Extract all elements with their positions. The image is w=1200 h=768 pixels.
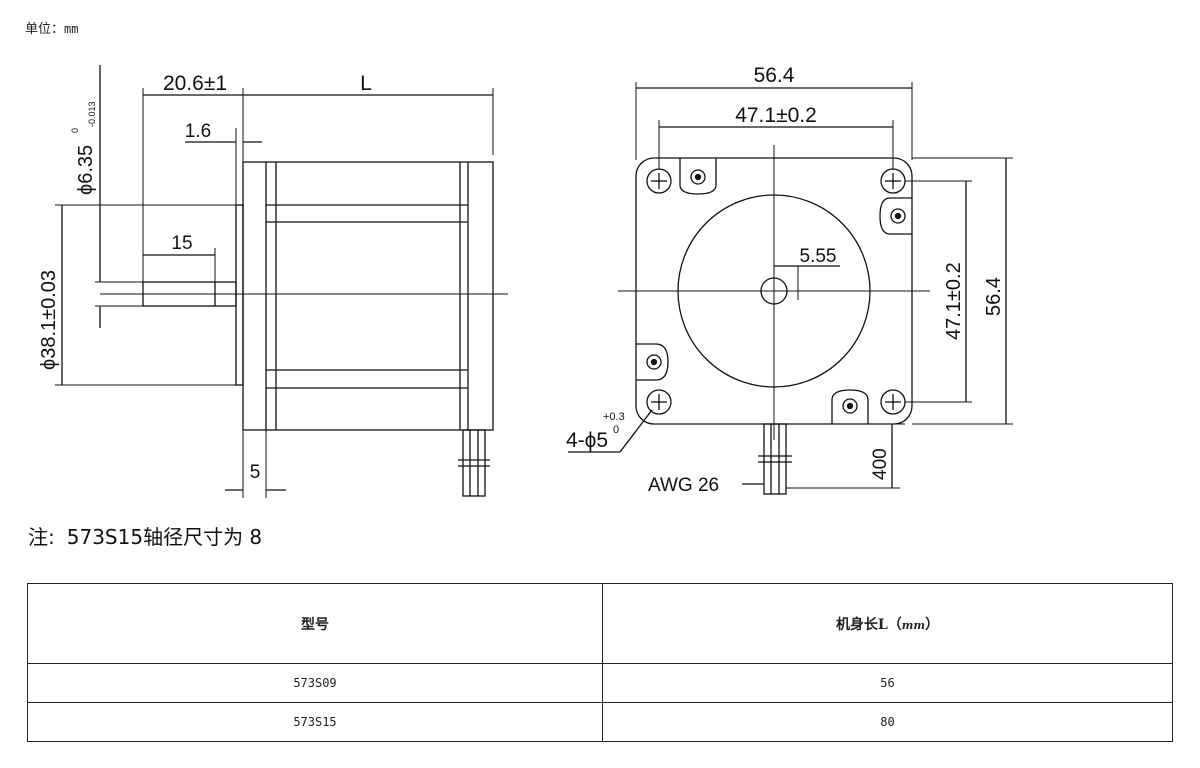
dim-holes-tol-lower: 0 (613, 424, 619, 436)
dim-vertical-spacing: 47.1±0.2 (943, 262, 965, 340)
note: 注: 573S15轴径尺寸为 8 (28, 521, 262, 550)
motor-drawing: 20.6±1 L 1.6 15 ϕ6.35 0 -0.013 ϕ38.1±0.0… (38, 64, 1013, 498)
dim-bottom: 5 (250, 462, 261, 483)
dim-extension: 20.6±1 (163, 72, 227, 95)
header-length-prefix: 机身长L（ (835, 616, 902, 633)
header-model: 型号 (27, 583, 603, 664)
mounting-hole-tr (880, 168, 906, 194)
dim-shaft-flat: 5.55 (800, 246, 837, 267)
mounting-hole-tl (646, 168, 672, 194)
dim-flange: 1.6 (185, 121, 211, 142)
header-length-unit: mm (901, 618, 926, 632)
dim-holes: 4-ϕ5 (566, 429, 608, 452)
dim-flat: 15 (171, 233, 192, 254)
mounting-hole-bl (646, 389, 672, 415)
mounting-hole-br (880, 389, 906, 415)
header-length: 机身长L（mm） (602, 583, 1173, 664)
screw-tab-bottom (831, 389, 869, 424)
motor-body (242, 161, 494, 431)
dim-shaft-tol-lower: -0.013 (87, 101, 97, 127)
cell-length: 80 (602, 702, 1173, 742)
front-view: 5.55 (566, 64, 1013, 496)
dim-holes-tol-upper: +0.3 (603, 411, 625, 423)
screw-tab-top (679, 158, 717, 195)
table-row: 573S15 80 (27, 702, 1173, 742)
cell-model: 573S09 (27, 663, 603, 703)
note-prefix: 注: (28, 525, 55, 549)
shaft-circle (760, 277, 788, 305)
unit-prefix: 单位： (25, 22, 65, 37)
dim-hole-spacing: 47.1±0.2 (735, 104, 817, 127)
cell-model: 573S15 (27, 702, 603, 742)
dim-front-width: 56.4 (754, 64, 795, 87)
wire-bundle-side (458, 429, 490, 497)
dim-shaft-tol-upper: 0 (70, 128, 80, 133)
unit-value: mm (64, 22, 79, 36)
dim-pilot: ϕ38.1±0.03 (38, 270, 60, 370)
screw-tab-right (879, 197, 912, 235)
dim-wire-length: 400 (870, 448, 891, 480)
unit-label: 单位：mm (25, 18, 78, 37)
pilot-circle (677, 194, 871, 388)
header-length-suffix: ） (925, 616, 940, 633)
dim-length: L (360, 72, 372, 95)
spec-table: 型号 机身长L（mm） 573S09 56 573S15 80 (27, 583, 1173, 742)
note-text: 573S15轴径尺寸为 8 (66, 525, 263, 549)
dim-front-height: 56.4 (983, 277, 1005, 316)
side-view: 20.6±1 L 1.6 15 ϕ6.35 0 -0.013 ϕ38.1±0.0… (38, 65, 508, 498)
dim-wire-gauge: AWG 26 (648, 475, 719, 496)
table-row: 573S09 56 (27, 663, 1173, 703)
table-header-row: 型号 机身长L（mm） (27, 583, 1173, 664)
flange-plate (235, 204, 244, 386)
screw-tab-left (636, 343, 669, 381)
wire-bundle-front (758, 423, 792, 495)
cell-length: 56 (602, 663, 1173, 703)
dim-shaft-dia: ϕ6.35 (75, 145, 97, 195)
